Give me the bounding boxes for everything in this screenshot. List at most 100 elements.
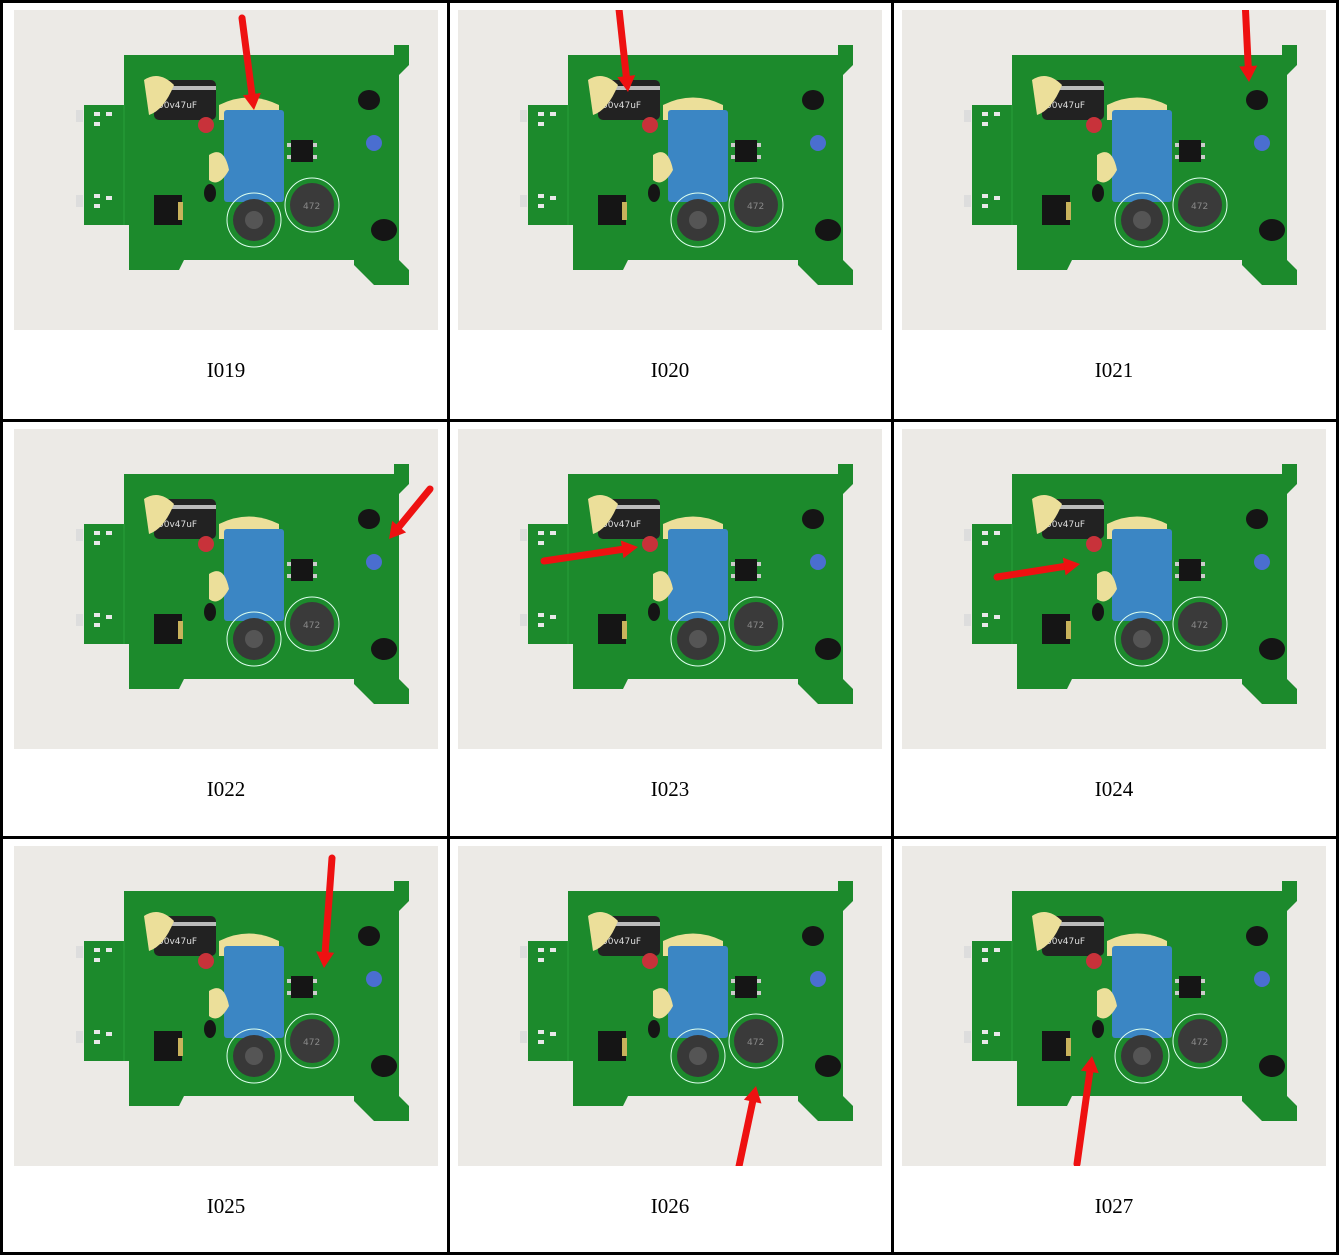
black-component-d1	[1259, 219, 1285, 241]
transformer	[653, 97, 728, 202]
small-transistor	[1092, 184, 1104, 202]
small-transistor	[204, 1020, 216, 1038]
pcb-photo: 50v47uF 472	[902, 846, 1326, 1166]
inductors: 472	[670, 177, 784, 248]
black-component-d1	[1259, 638, 1285, 660]
blue-disc-capacitor	[810, 554, 826, 570]
panel-caption: I026	[650, 1194, 690, 1218]
transformer	[209, 516, 284, 621]
small-transistor	[648, 184, 660, 202]
blue-disc-capacitor	[366, 554, 382, 570]
small-transistor	[1092, 603, 1104, 621]
small-transistor	[204, 184, 216, 202]
blue-disc-capacitor	[1254, 971, 1270, 987]
table-border	[0, 0, 3, 1255]
black-component-d1	[815, 638, 841, 660]
ic-chip	[287, 976, 317, 998]
red-component	[642, 953, 658, 969]
black-component-d3	[358, 926, 380, 946]
inductors: 472	[226, 177, 340, 248]
red-arrow	[238, 14, 261, 110]
black-component-d3	[358, 509, 380, 529]
svg-text:50v47uF: 50v47uF	[158, 520, 197, 530]
blue-disc-capacitor	[366, 971, 382, 987]
transformer	[1097, 97, 1172, 202]
svg-text:472: 472	[747, 1038, 764, 1048]
blue-disc-capacitor	[1254, 135, 1270, 151]
transformer	[1097, 933, 1172, 1038]
ic-chip	[1175, 140, 1205, 162]
black-component-d1	[815, 219, 841, 241]
ic-chip	[287, 140, 317, 162]
svg-text:472: 472	[303, 202, 320, 212]
black-component-d3	[1246, 509, 1268, 529]
black-component-d1	[371, 1055, 397, 1077]
pcb-photo: 50v47uF 472	[458, 10, 882, 330]
svg-text:472: 472	[747, 202, 764, 212]
regulator	[598, 614, 627, 644]
small-transistor	[204, 603, 216, 621]
electrolytic-capacitor: 50v47uF	[1032, 912, 1104, 956]
transformer	[653, 933, 728, 1038]
small-transistor	[1092, 1020, 1104, 1038]
panel-caption: I024	[1094, 777, 1134, 801]
svg-text:472: 472	[303, 1038, 320, 1048]
pcb-photo: 50v47uF 472	[458, 429, 882, 749]
svg-text:472: 472	[747, 621, 764, 631]
electrolytic-capacitor: 50v47uF	[144, 912, 216, 956]
red-arrow	[389, 485, 434, 539]
regulator	[154, 1031, 183, 1061]
black-component-d3	[802, 509, 824, 529]
inductors: 472	[1114, 596, 1228, 667]
transformer	[209, 933, 284, 1038]
table-border	[0, 1252, 1339, 1255]
red-arrow	[540, 540, 638, 565]
black-component-d3	[802, 90, 824, 110]
ic-chip	[731, 140, 761, 162]
red-component	[198, 536, 214, 552]
svg-text:472: 472	[1191, 1038, 1208, 1048]
red-component	[198, 117, 214, 133]
table-border	[1336, 0, 1339, 1255]
svg-text:50v47uF: 50v47uF	[158, 937, 197, 947]
electrolytic-capacitor: 50v47uF	[1032, 495, 1104, 539]
pcb-photo: 50v47uF 472	[14, 429, 438, 749]
electrolytic-capacitor: 50v47uF	[588, 495, 660, 539]
regulator	[1042, 195, 1071, 225]
regulator	[598, 1031, 627, 1061]
inductors: 472	[1114, 177, 1228, 248]
inductors: 472	[670, 1013, 784, 1084]
electrolytic-capacitor: 50v47uF	[1032, 76, 1104, 120]
red-arrow	[735, 1086, 762, 1166]
regulator	[598, 195, 627, 225]
panel-caption: I023	[650, 777, 690, 801]
small-transistor	[648, 1020, 660, 1038]
electrolytic-capacitor: 50v47uF	[588, 912, 660, 956]
red-arrow	[316, 854, 336, 968]
svg-text:50v47uF: 50v47uF	[602, 520, 641, 530]
panel-caption: I025	[206, 1194, 246, 1218]
inductors: 472	[670, 596, 784, 667]
svg-text:50v47uF: 50v47uF	[158, 101, 197, 111]
table-border	[891, 0, 894, 1255]
black-component-d3	[1246, 90, 1268, 110]
ic-chip	[731, 559, 761, 581]
pcb-photo: 50v47uF 472	[14, 846, 438, 1166]
black-component-d1	[1259, 1055, 1285, 1077]
table-border	[0, 419, 1339, 422]
electrolytic-capacitor: 50v47uF	[144, 76, 216, 120]
blue-disc-capacitor	[1254, 554, 1270, 570]
ic-chip	[731, 976, 761, 998]
red-component	[1086, 953, 1102, 969]
panel-caption: I019	[206, 358, 246, 382]
inductors: 472	[226, 596, 340, 667]
black-component-d1	[815, 1055, 841, 1077]
red-arrow	[993, 557, 1080, 581]
blue-disc-capacitor	[810, 971, 826, 987]
pcb-photo: 50v47uF 472	[902, 10, 1326, 330]
panel-caption: I022	[206, 777, 246, 801]
regulator	[154, 195, 183, 225]
svg-text:50v47uF: 50v47uF	[1046, 937, 1085, 947]
ic-chip	[287, 559, 317, 581]
pcb-photo: 50v47uF 472	[458, 846, 882, 1166]
